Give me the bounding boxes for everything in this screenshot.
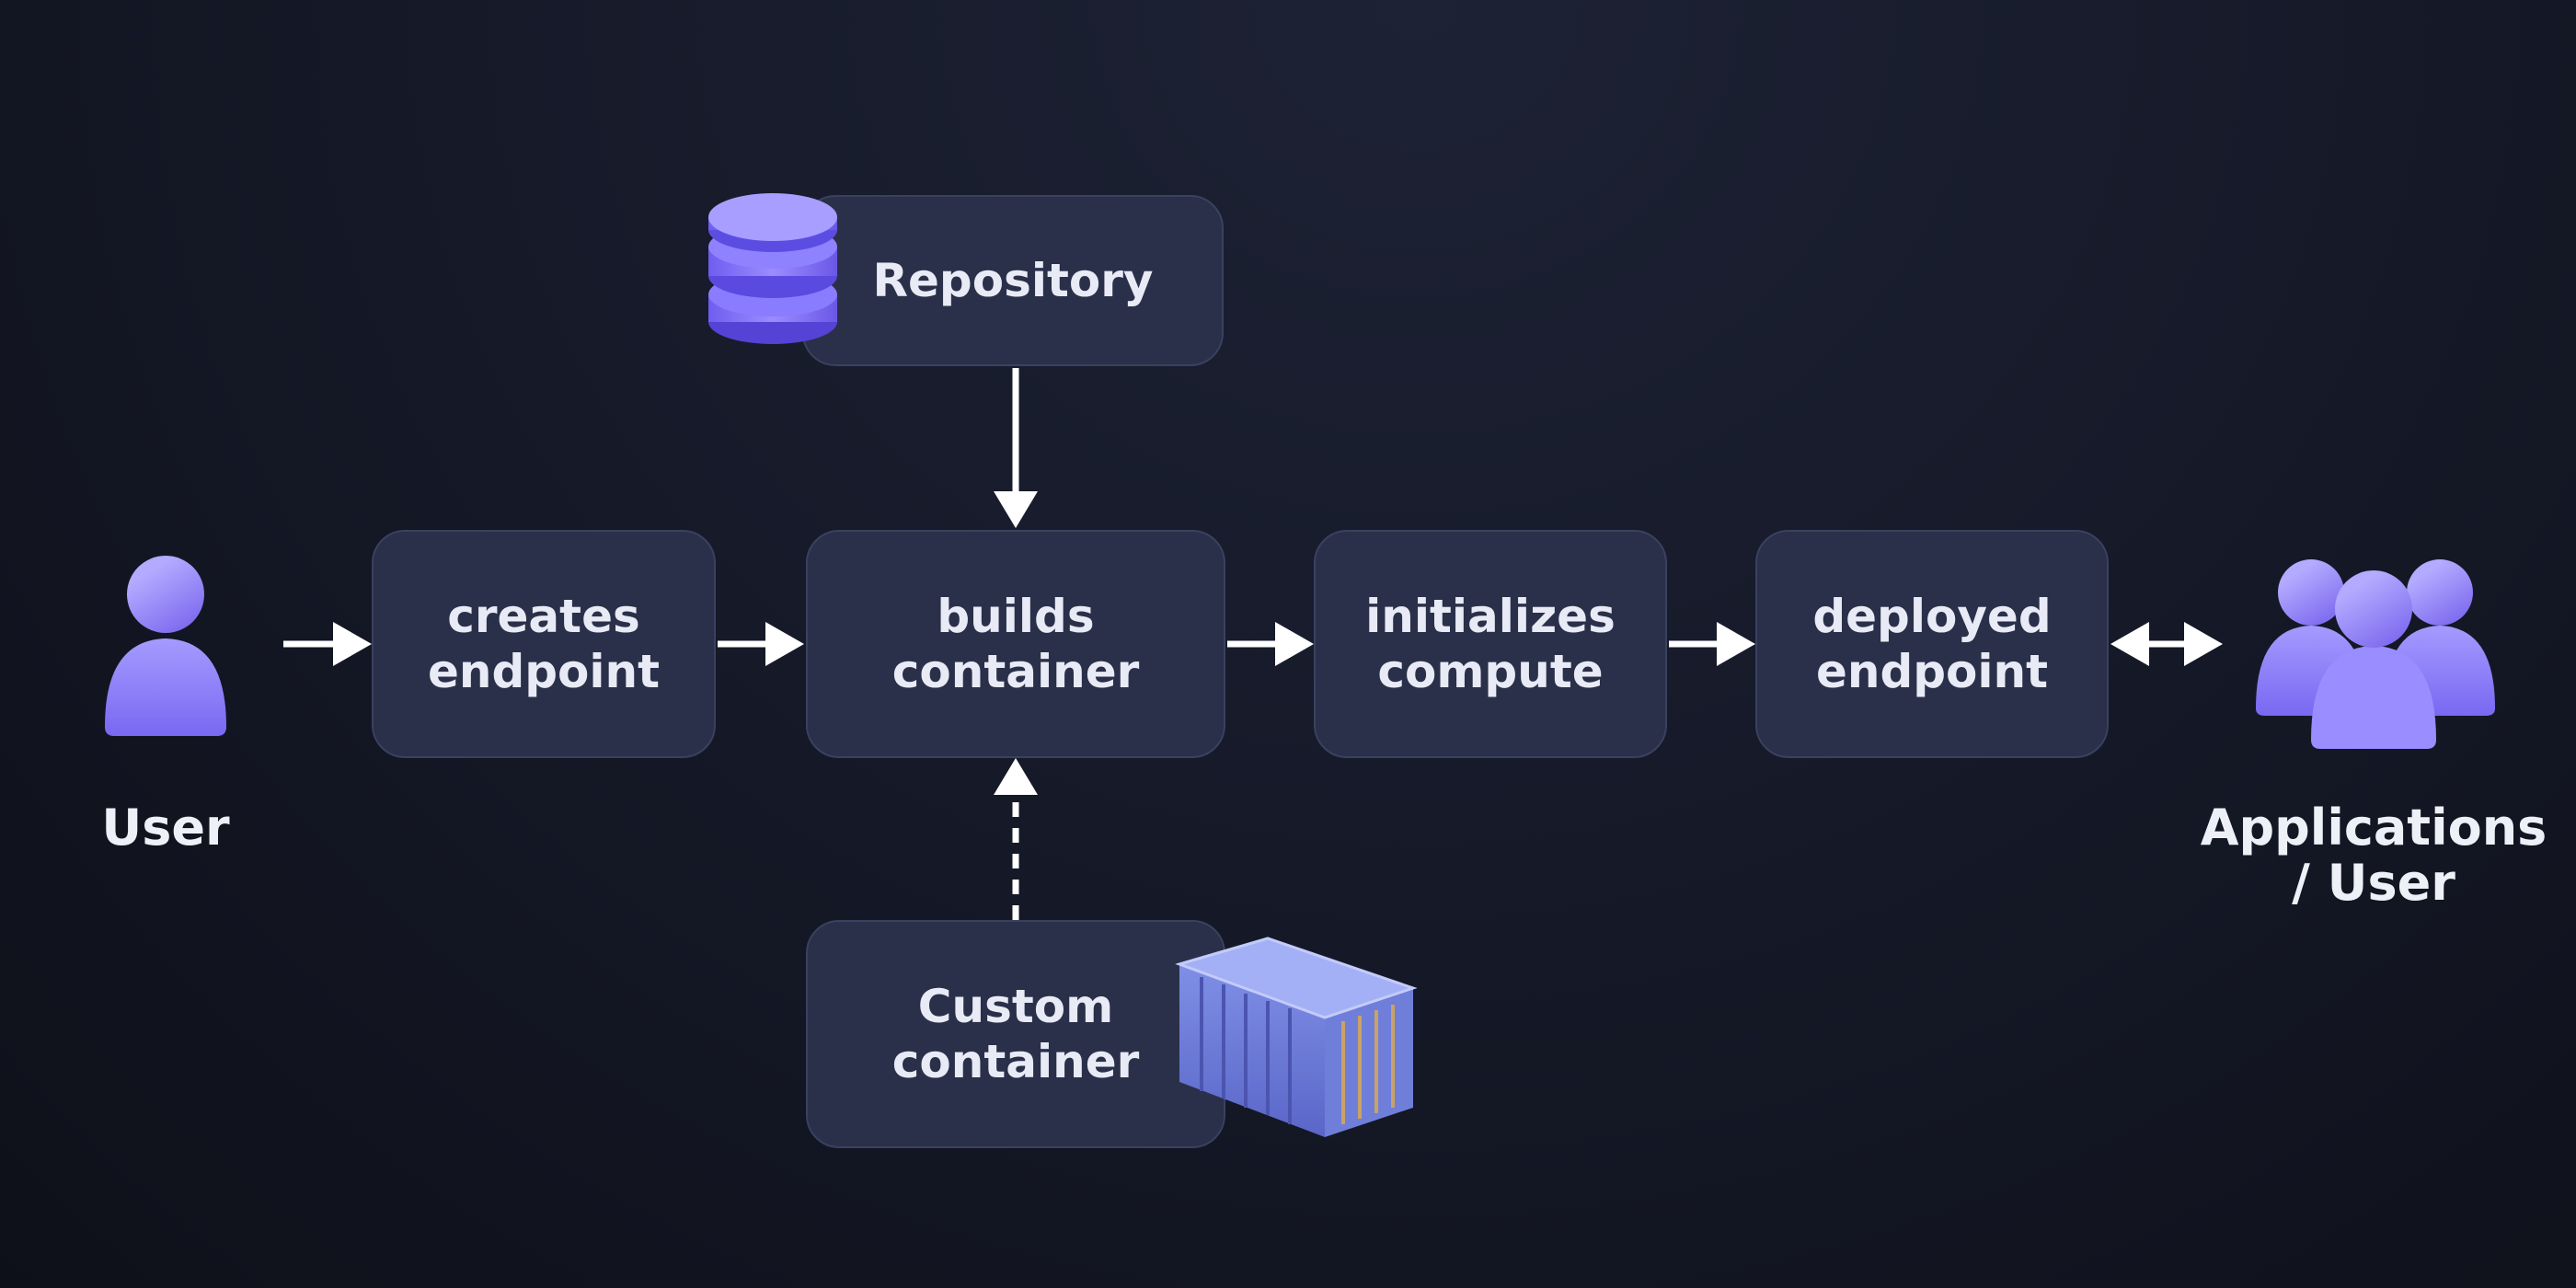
- repository-box: Repository: [802, 195, 1224, 366]
- repository-label: Repository: [872, 254, 1154, 307]
- custom-container-box: Custom container: [806, 920, 1225, 1148]
- arrow-creates-to-builds: [718, 622, 804, 666]
- deployed-endpoint-label: deployed endpoint: [1812, 590, 2052, 698]
- custom-container-label: Custom container: [891, 980, 1140, 1088]
- arrow-builds-to-initializes: [1227, 622, 1314, 666]
- dashed-arrow-custom-to-builds: [994, 758, 1038, 920]
- creates-endpoint-label: creates endpoint: [427, 590, 661, 698]
- arrow-initializes-to-deployed: [1669, 622, 1755, 666]
- arrow-deployed-to-applications-bidirectional: [2110, 622, 2223, 666]
- user-label: User: [101, 799, 230, 857]
- builds-container-box: builds container: [806, 530, 1225, 758]
- creates-endpoint-box: creates endpoint: [372, 530, 716, 758]
- deployed-endpoint-box: deployed endpoint: [1755, 530, 2109, 758]
- users-group-icon: [2256, 559, 2495, 749]
- initializes-compute-box: initializes compute: [1314, 530, 1667, 758]
- user-icon: [105, 556, 226, 736]
- shipping-container-icon: [1175, 937, 1418, 1137]
- arrow-user-to-creates: [283, 622, 372, 666]
- initializes-compute-label: initializes compute: [1365, 590, 1616, 698]
- arrow-repository-to-builds: [994, 368, 1038, 528]
- builds-container-label: builds container: [891, 590, 1140, 698]
- database-icon: [708, 193, 837, 344]
- applications-user-label: Applications / User: [2200, 799, 2547, 912]
